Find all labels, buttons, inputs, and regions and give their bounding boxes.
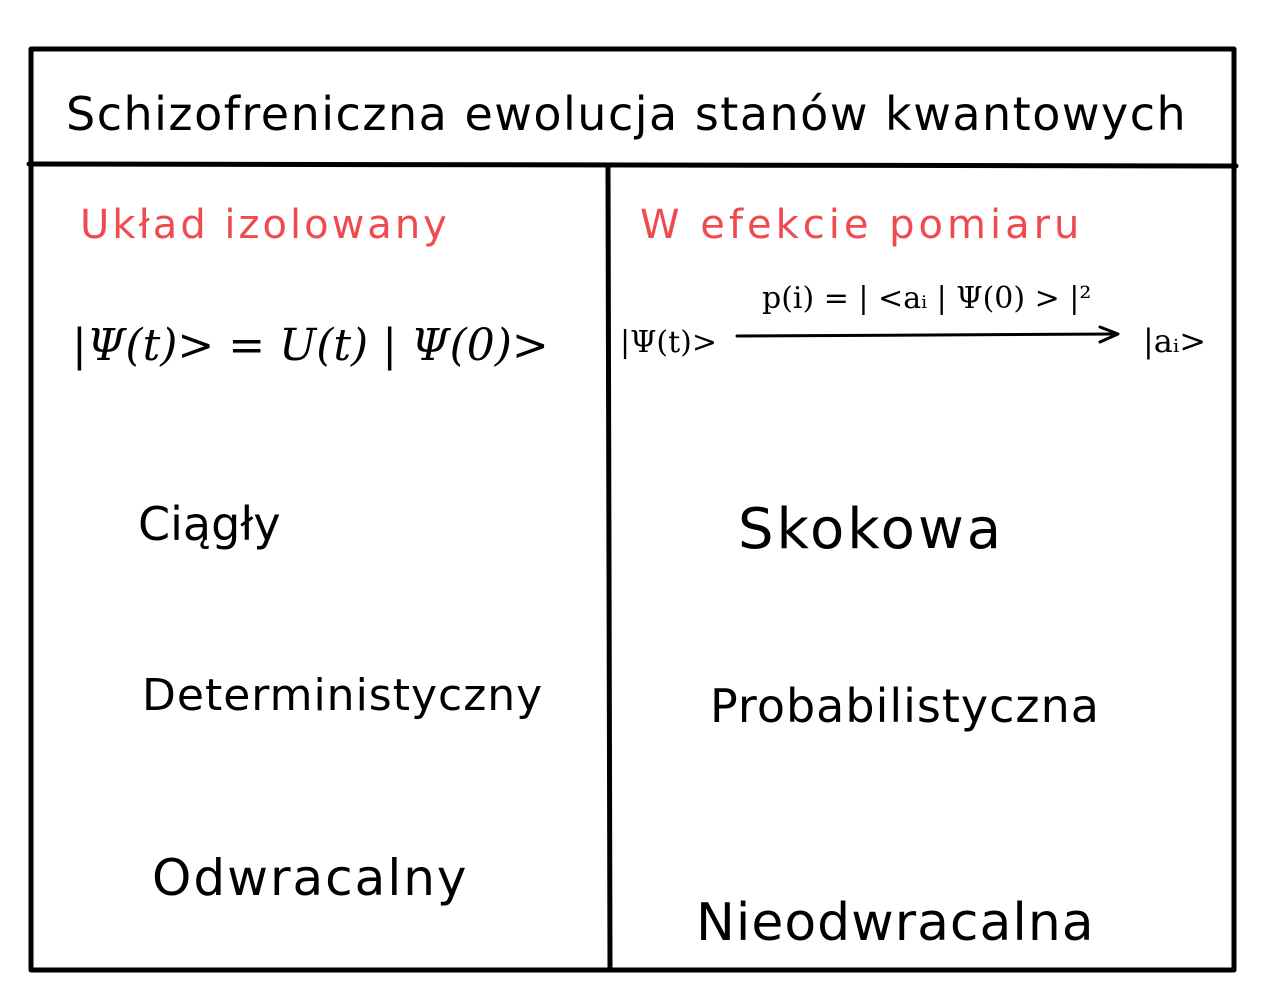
left-formula: |Ψ(t)> = U(t) | Ψ(0)> [72, 320, 549, 371]
right-property-1: Skokowa [738, 497, 1004, 562]
measurement-arrow [735, 325, 1120, 344]
left-property-1: Ciągły [138, 497, 281, 551]
header-divider [26, 161, 1239, 169]
arrow-shaft [735, 332, 1117, 338]
left-column: Układ izolowany |Ψ(t)> = U(t) | Ψ(0)> Ci… [72, 202, 549, 907]
outer-border [28, 46, 1237, 973]
measurement-final-state: |aᵢ> [1143, 322, 1206, 360]
diagram-title: Schizofreniczna ewolucja stanów kwantowy… [66, 87, 1187, 141]
left-heading: Układ izolowany [80, 202, 450, 248]
table-frame [26, 46, 1239, 973]
right-heading: W efekcie pomiaru [640, 202, 1083, 248]
right-property-2: Probabilistyczna [710, 679, 1100, 733]
column-divider [605, 164, 613, 973]
right-property-3: Nieodwracalna [696, 893, 1095, 953]
right-column: W efekcie pomiaru |Ψ(t)> p(i) = | <aᵢ | … [620, 202, 1206, 953]
left-property-2: Deterministyczny [142, 670, 543, 721]
measurement-probability: p(i) = | <aᵢ | Ψ(0) > |² [762, 281, 1091, 316]
arrow-head [1098, 325, 1120, 344]
left-property-3: Odwracalny [152, 849, 468, 907]
measurement-initial-state: |Ψ(t)> [620, 325, 717, 360]
